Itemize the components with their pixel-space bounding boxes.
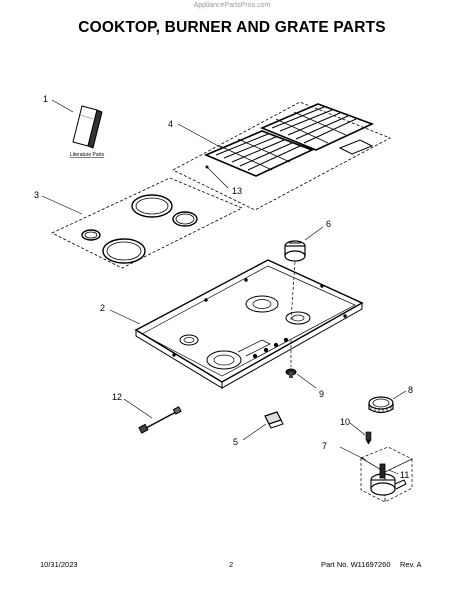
burner-base-assembly-part-7[interactable] [370,463,407,496]
cooktop-main-top[interactable] [134,259,364,389]
callout-10: 10 [340,417,350,427]
burner-head-part-8[interactable] [368,396,394,414]
callout-3: 3 [34,190,39,200]
page-title: COOKTOP, BURNER AND GRATE PARTS [78,19,386,36]
callout-13: 13 [232,186,242,196]
grate-foot [205,165,209,169]
callout-1: 1 [43,94,48,104]
literature-label: Literature Parts [70,152,105,158]
callout-5: 5 [233,437,238,447]
literature-booklet[interactable] [72,105,103,149]
footer-part-number: Part No. W11697260 [321,560,391,569]
burner-caps-box [51,177,243,269]
callout-8: 8 [408,385,413,395]
callout-2: 2 [100,303,105,313]
bracket-part-5[interactable] [264,411,284,429]
footer-date: 10/31/2023 [40,560,78,569]
grate-group-box [172,101,391,211]
callout-12: 12 [112,392,122,402]
callout-7: 7 [322,441,327,451]
callout-4: 4 [168,119,173,129]
footer-page-number: 2 [229,560,234,569]
screw-part-9[interactable] [285,368,297,378]
orifice-part-10[interactable] [365,431,372,444]
burner-base-part-6[interactable] [284,240,306,262]
grate-right[interactable] [259,103,375,155]
callout-11: 11 [400,470,409,480]
callout-9: 9 [319,389,324,399]
footer-revision: Rev. A [400,560,422,569]
watermark: AppliancePartsPros.com [193,2,271,9]
callout-6: 6 [326,219,331,229]
burner-caps[interactable] [81,194,198,264]
grate-left[interactable] [203,130,315,177]
electrode-wire-part-12[interactable] [138,406,182,434]
